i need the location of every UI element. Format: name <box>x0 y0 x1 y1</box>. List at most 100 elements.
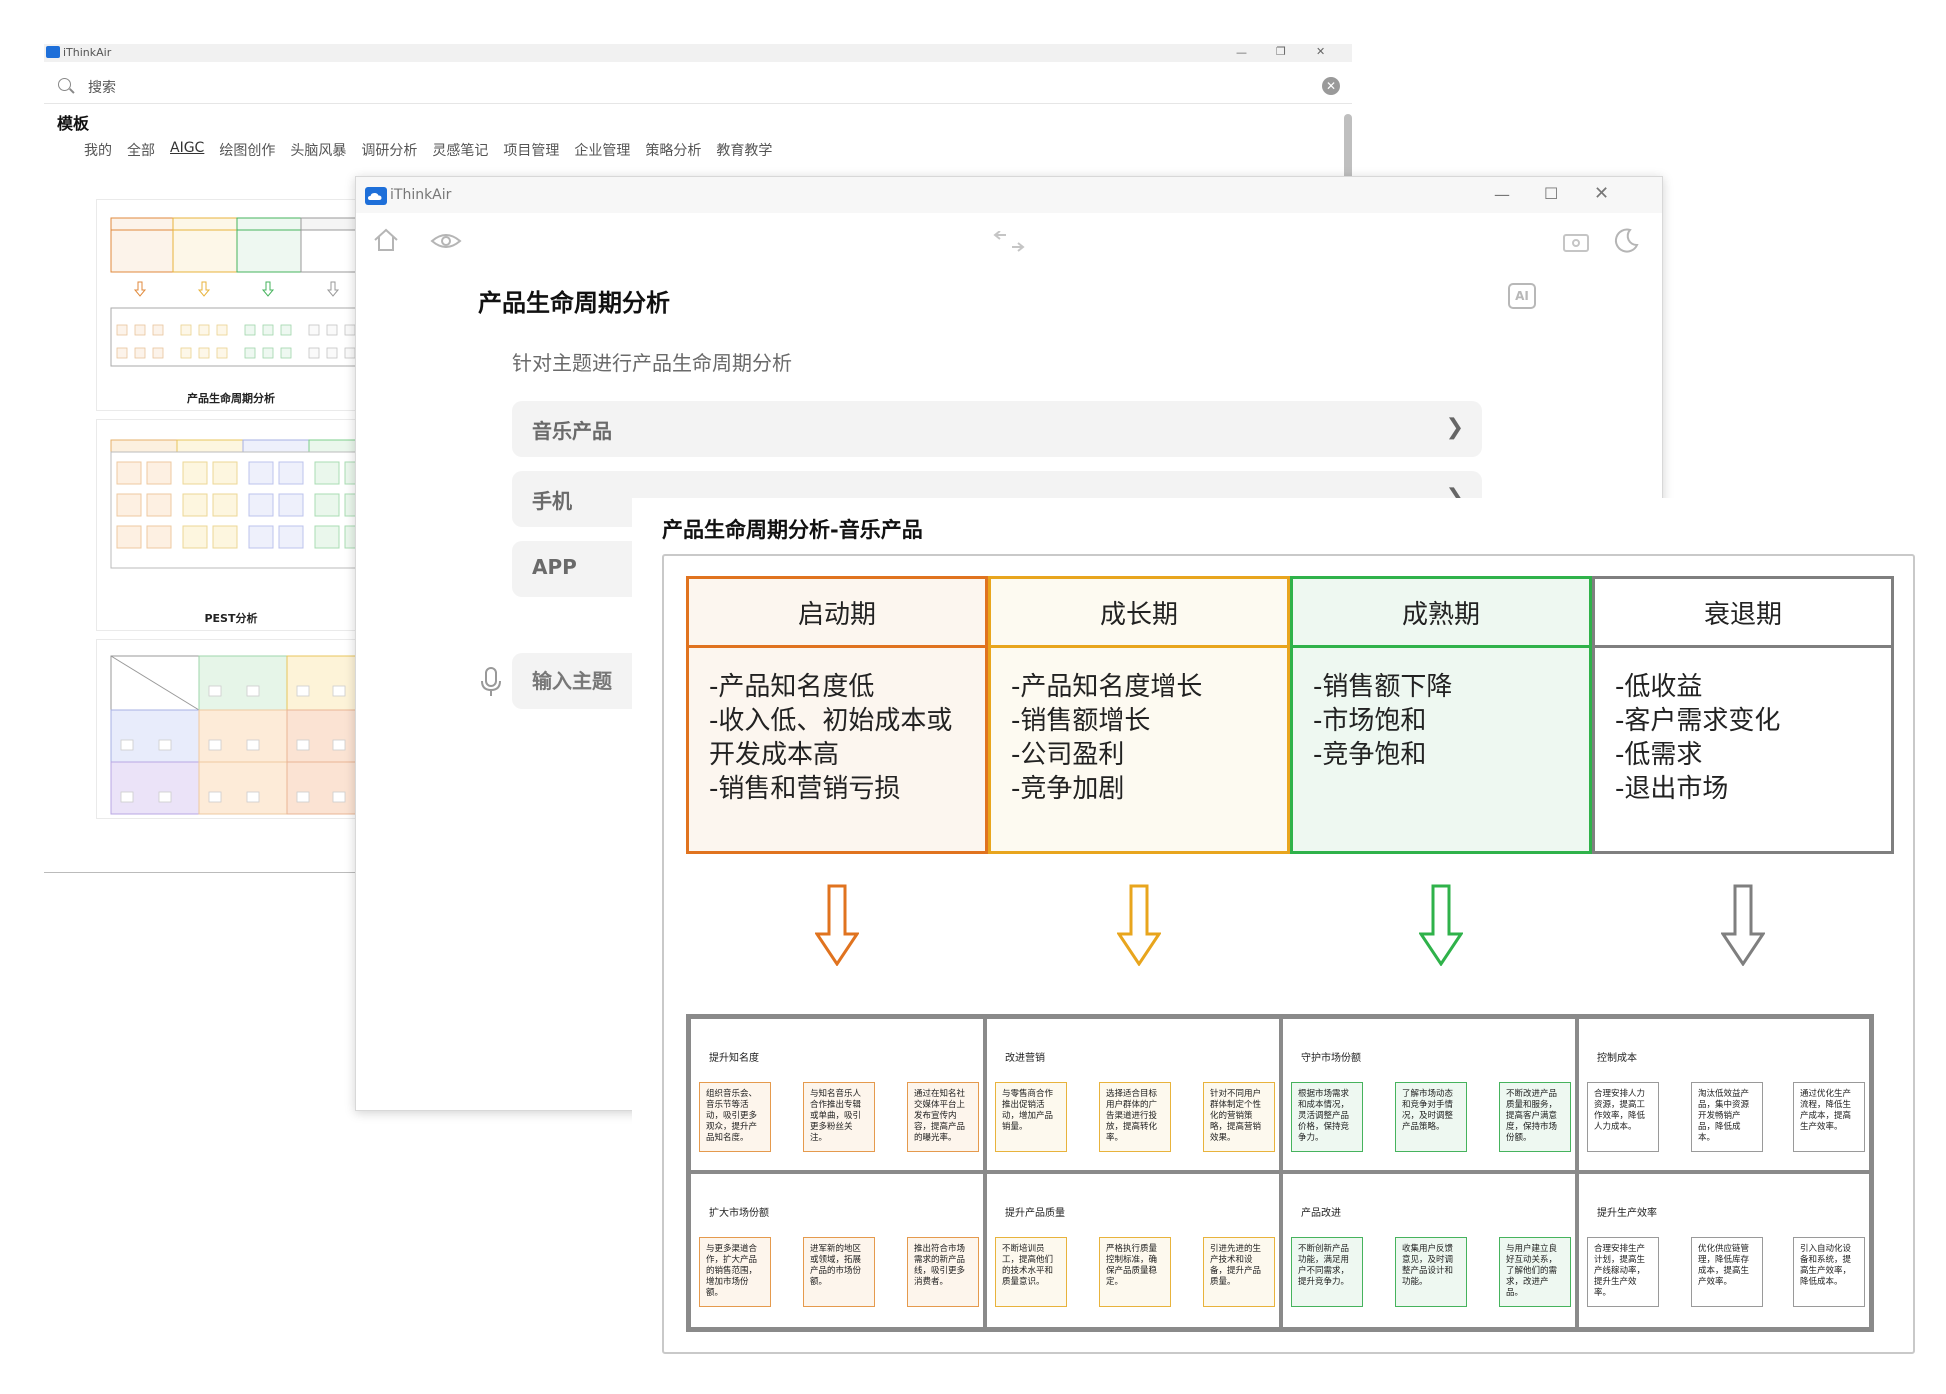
tab-enterprise[interactable]: 企业管理 <box>574 143 631 159</box>
clear-search-icon[interactable]: ✕ <box>1322 77 1340 95</box>
section-title: 模板 <box>57 114 90 133</box>
tab-all[interactable]: 全部 <box>127 143 155 159</box>
note-card: 选择适合目标用户群体的广告渠道进行投放，提高转化率。 <box>1099 1082 1171 1152</box>
note-card: 不断改进产品质量和服务，提高客户满意度，保持市场份额。 <box>1499 1082 1571 1152</box>
template-card-swot[interactable] <box>96 639 367 819</box>
stage-point: -产品知名度增长 <box>1011 672 1203 702</box>
note-card: 通过优化生产流程，降低生产成本，提高生产效率。 <box>1793 1082 1865 1152</box>
note-card: 优化供应链管理，降低库存成本，提高生产效率。 <box>1691 1237 1763 1307</box>
result-heading: 产品生命周期分析-音乐产品 <box>662 518 923 542</box>
note-card: 合理安排人力资源，提高工作效率，降低人力成本。 <box>1587 1082 1659 1152</box>
measure-cell: 守护市场份额 根据市场需求和成本情况，灵活调整产品价格，保持竞争力。 了解市场动… <box>1281 1017 1577 1172</box>
stage-body: -销售额下降 -市场饱和 -竞争饱和 <box>1290 645 1592 854</box>
search-bar: ✕ <box>44 70 1352 104</box>
tab-education[interactable]: 教育教学 <box>716 143 773 159</box>
template-label: PEST分析 <box>204 612 258 625</box>
note-card: 通过在知名社交媒体平台上发布宣传内容，提高产品的曝光率。 <box>907 1082 979 1152</box>
search-input[interactable] <box>88 76 1188 98</box>
option-label: APP <box>532 555 577 579</box>
down-arrow-icon <box>815 884 859 966</box>
tab-mine[interactable]: 我的 <box>84 143 112 159</box>
note-card: 与用户建立良好互动关系，了解他们的需求，改进产品。 <box>1499 1237 1571 1307</box>
camera-icon[interactable] <box>1562 231 1590 253</box>
minimize-icon[interactable]: — <box>1236 46 1247 59</box>
measure-title: 提升知名度 <box>709 1053 759 1064</box>
stage-header: 成长期 <box>988 576 1290 648</box>
swap-icon[interactable] <box>992 231 1026 253</box>
category-tabs: 我的 全部 AIGC 绘图创作 头脑风暴 调研分析 灵感笔记 项目管理 企业管理… <box>84 140 772 160</box>
tab-drawing[interactable]: 绘图创作 <box>219 143 276 159</box>
measure-cell: 改进营销 与零售商合作推出促销活动，增加产品销量。 选择适合目标用户群体的广告渠… <box>985 1017 1281 1172</box>
tab-aigc[interactable]: AIGC <box>170 140 205 156</box>
search-icon <box>58 78 71 91</box>
note-card: 针对不同用户群体制定个性化的营销策略，提高营销效果。 <box>1203 1082 1275 1152</box>
template-preview <box>110 655 367 815</box>
note-card: 与更多渠道合作，扩大产品的销售范围，增加市场份额。 <box>699 1237 771 1307</box>
app-logo-icon <box>365 187 387 205</box>
note-card: 引进先进的生产技术和设备，提升产品质量。 <box>1203 1237 1275 1307</box>
template-card-pest[interactable]: PEST分析 <box>96 419 367 631</box>
template-preview <box>110 439 367 569</box>
maximize-icon[interactable]: ☐ <box>1544 184 1559 203</box>
tab-project[interactable]: 项目管理 <box>503 143 560 159</box>
stage-header: 成熟期 <box>1290 576 1592 648</box>
note-card: 了解市场动态和竞争对手情况，及时调整产品策略。 <box>1395 1082 1467 1152</box>
app-logo-icon <box>46 46 60 58</box>
close-icon[interactable]: ✕ <box>1594 183 1610 204</box>
moon-icon[interactable] <box>1612 227 1640 255</box>
tab-brainstorm[interactable]: 头脑风暴 <box>290 143 347 159</box>
stage-point: -客户需求变化 <box>1615 706 1781 736</box>
down-arrow-icon <box>1721 884 1765 966</box>
measures-grid: 提升知名度 组织音乐会、音乐节等活动，吸引更多观众，提升产品知名度。 与知名音乐… <box>686 1014 1874 1332</box>
stage-point: -低需求 <box>1615 740 1703 770</box>
restore-icon[interactable]: ❐ <box>1276 45 1286 58</box>
note-card: 合理安排生产计划，提高生产线稼动率，提升生产效率。 <box>1587 1237 1659 1307</box>
down-arrow-icon <box>1117 884 1161 966</box>
stage-column: 成长期 -产品知名度增长 -销售额增长 -公司盈利 -竞争加剧 <box>988 576 1290 854</box>
note-card: 收集用户反馈意见，及时调整产品设计和功能。 <box>1395 1237 1467 1307</box>
stage-column: 启动期 -产品知名度低 -收入低、初始成本或开发成本高 -销售和营销亏损 <box>686 576 988 854</box>
stage-header: 衰退期 <box>1592 576 1894 648</box>
note-card: 淘汰低效益产品，集中资源开发畅销产品，降低成本。 <box>1691 1082 1763 1152</box>
stage-column: 成熟期 -销售额下降 -市场饱和 -竞争饱和 <box>1290 576 1592 854</box>
home-icon[interactable] <box>372 227 400 253</box>
scrollbar[interactable] <box>1344 114 1352 180</box>
template-card-plc[interactable]: 产品生命周期分析 <box>96 199 367 411</box>
measure-cell: 产品改进 不断创新产品功能，满足用户不同需求，提升竞争力。 收集用户反馈意见，及… <box>1281 1172 1577 1329</box>
measure-cell: 提升知名度 组织音乐会、音乐节等活动，吸引更多观众，提升产品知名度。 与知名音乐… <box>689 1017 985 1172</box>
close-icon[interactable]: ✕ <box>1316 45 1326 58</box>
mic-icon[interactable] <box>480 667 502 697</box>
note-card: 推出符合市场需求的新产品线，吸引更多消费者。 <box>907 1237 979 1307</box>
ai-scan-icon[interactable]: AI <box>1508 283 1536 309</box>
stage-point: -退出市场 <box>1615 774 1729 804</box>
note-card: 进军新的地区或领域，拓展产品的市场份额。 <box>803 1237 875 1307</box>
tab-notes[interactable]: 灵感笔记 <box>432 143 489 159</box>
tab-strategy[interactable]: 策略分析 <box>645 143 702 159</box>
measure-title: 提升生产效率 <box>1597 1208 1657 1219</box>
minimize-icon[interactable]: — <box>1494 185 1510 204</box>
measure-title: 改进营销 <box>1005 1053 1045 1064</box>
stage-column: 衰退期 -低收益 -客户需求变化 -低需求 -退出市场 <box>1592 576 1894 854</box>
note-card: 不断创新产品功能，满足用户不同需求，提升竞争力。 <box>1291 1237 1363 1307</box>
stage-header: 启动期 <box>686 576 988 648</box>
title-bar: iThinkAir — ☐ ✕ <box>356 177 1662 213</box>
note-card: 与知名音乐人合作推出专辑或单曲，吸引更多粉丝关注。 <box>803 1082 875 1152</box>
measure-title: 产品改进 <box>1301 1208 1341 1219</box>
measure-title: 提升产品质量 <box>1005 1208 1065 1219</box>
chevron-right-icon: ❯ <box>1445 415 1464 440</box>
template-preview <box>110 217 367 367</box>
title-bar: iThinkAir — ❐ ✕ <box>44 44 1352 62</box>
window-title: iThinkAir <box>63 46 112 59</box>
option-item[interactable]: 音乐产品 ❯ <box>512 401 1482 457</box>
result-panel: 产品生命周期分析-音乐产品 启动期 -产品知名度低 -收入低、初始成本或开发成本… <box>632 498 1946 1394</box>
tab-research[interactable]: 调研分析 <box>361 143 418 159</box>
eye-icon[interactable] <box>430 232 462 250</box>
measure-cell: 提升生产效率 合理安排生产计划，提高生产线稼动率，提升生产效率。 优化供应链管理… <box>1577 1172 1871 1329</box>
stage-point: -产品知名度低 <box>709 672 875 702</box>
option-label: 手机 <box>532 489 572 513</box>
template-label: 产品生命周期分析 <box>187 392 275 405</box>
page-title: 产品生命周期分析 <box>478 289 670 317</box>
measure-title: 扩大市场份额 <box>709 1208 769 1219</box>
note-card: 与零售商合作推出促销活动，增加产品销量。 <box>995 1082 1067 1152</box>
note-card: 组织音乐会、音乐节等活动，吸引更多观众，提升产品知名度。 <box>699 1082 771 1152</box>
